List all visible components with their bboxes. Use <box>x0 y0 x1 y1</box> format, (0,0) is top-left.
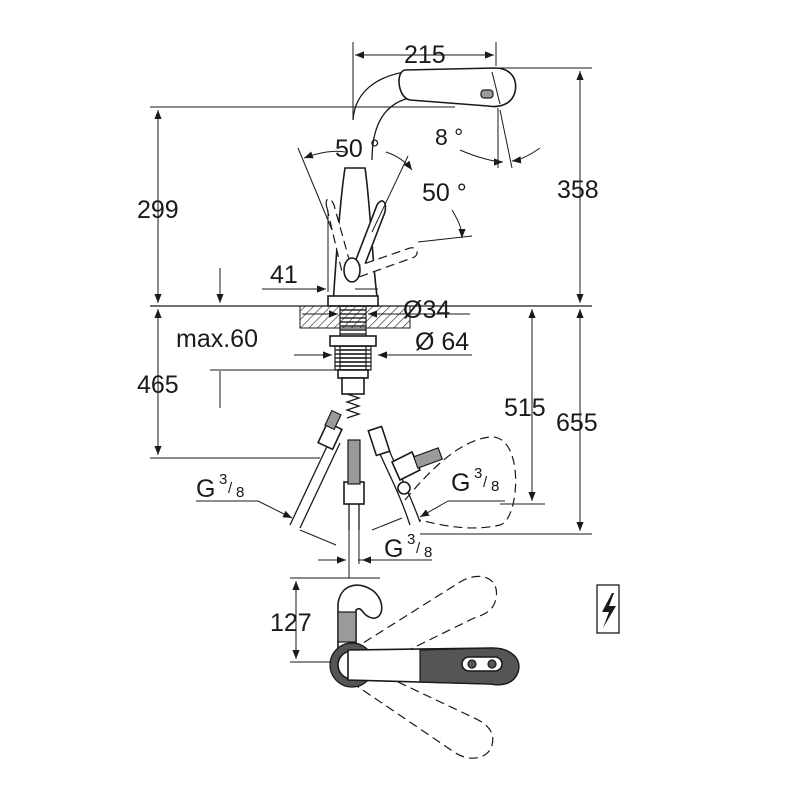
label-299: 299 <box>137 196 179 224</box>
electrical-symbol-icon <box>596 584 620 634</box>
svg-text:3: 3 <box>219 471 227 488</box>
svg-text:8: 8 <box>236 484 244 501</box>
svg-text:3: 3 <box>407 531 415 548</box>
svg-text:3: 3 <box>474 465 482 482</box>
label-swivel-right: 50 ° <box>422 179 467 207</box>
label-215: 215 <box>404 41 446 69</box>
lever-handle <box>350 200 387 273</box>
svg-text:/: / <box>416 540 421 557</box>
label-515: 515 <box>504 394 546 422</box>
label-655: 655 <box>556 409 598 437</box>
label-swivel-left: 50 ° <box>335 135 380 163</box>
label-127: 127 <box>270 609 312 637</box>
thread-label-left: G 3 / 8 <box>196 471 244 503</box>
dimension-lines <box>150 42 592 578</box>
label-max-thickness: max.60 <box>176 325 258 353</box>
faucet-top-view <box>290 575 520 759</box>
label-465: 465 <box>137 371 179 399</box>
svg-text:8: 8 <box>491 478 499 495</box>
label-base-dia: Ø34 <box>403 296 450 324</box>
svg-text:G: G <box>196 475 215 503</box>
label-hole-dia: Ø 64 <box>415 328 469 356</box>
label-41: 41 <box>270 261 298 289</box>
worktop-section <box>150 305 592 419</box>
svg-text:/: / <box>483 474 488 491</box>
dimension-labels: 215 299 358 50 ° 50 ° 8 ° 41 Ø34 Ø 64 ma… <box>137 41 599 637</box>
svg-text:8: 8 <box>424 544 432 561</box>
faucet-side-view <box>325 67 517 307</box>
svg-text:G: G <box>384 535 403 563</box>
svg-text:/: / <box>228 480 233 497</box>
label-358: 358 <box>557 176 599 204</box>
supply-hoses <box>289 409 517 530</box>
svg-text:G: G <box>451 469 470 497</box>
label-head-tilt: 8 ° <box>435 124 463 150</box>
spray-head <box>398 67 517 108</box>
thread-label-right: G 3 / 8 <box>451 465 499 497</box>
thread-label-center: G 3 / 8 <box>384 531 432 563</box>
